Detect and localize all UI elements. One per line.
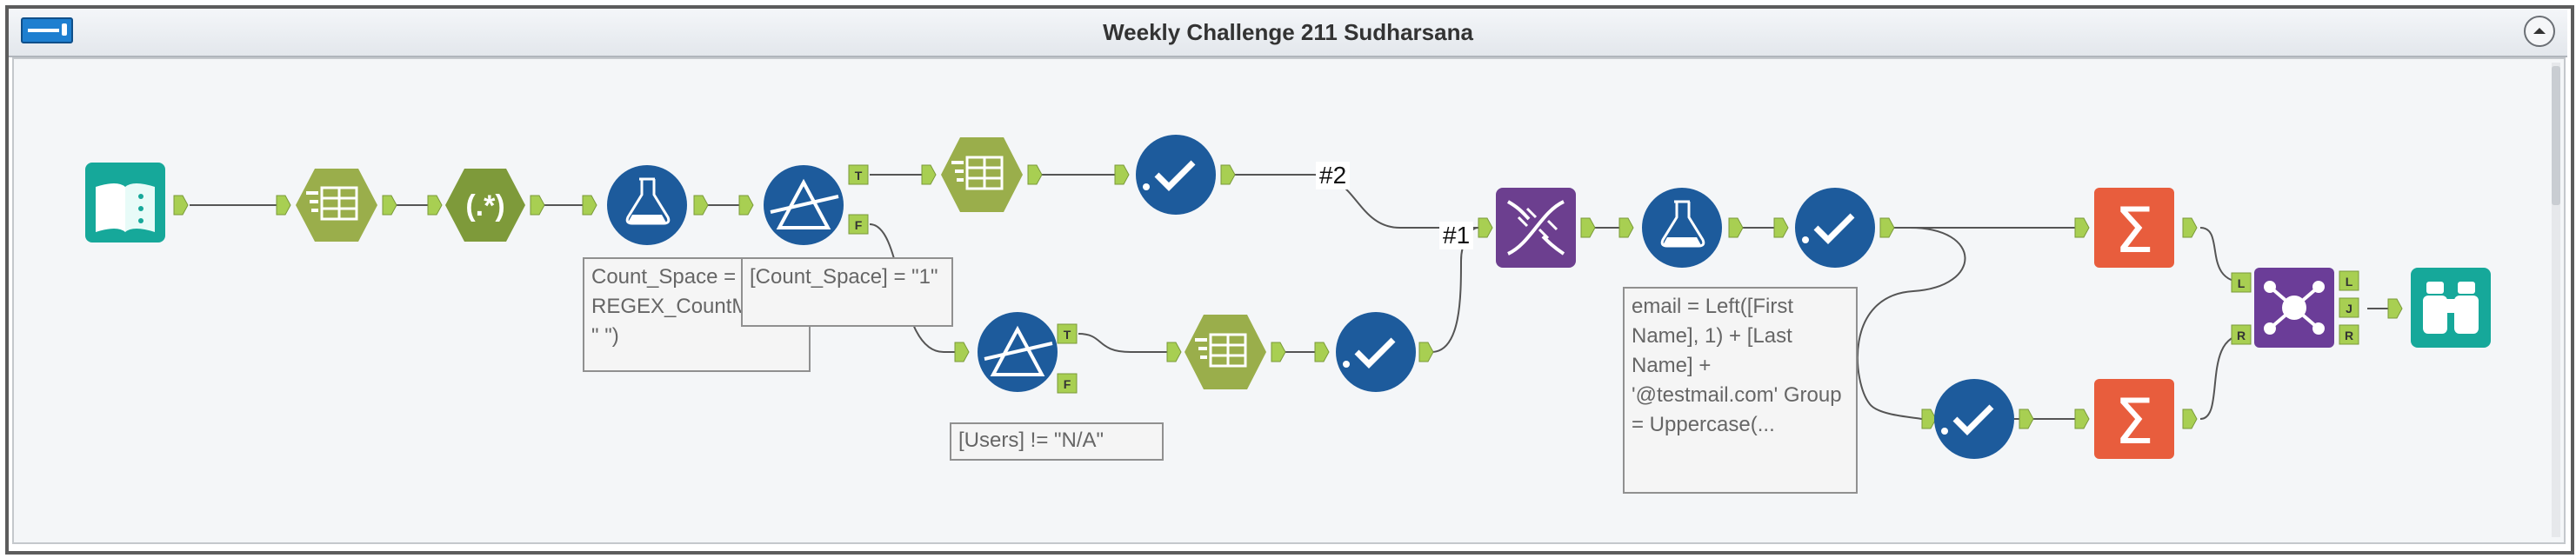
false-anchor[interactable]: F (1064, 377, 1071, 391)
select-tool[interactable] (276, 169, 397, 242)
regex-tool[interactable]: (.*) (427, 169, 545, 242)
collapse-chevron-icon[interactable] (2524, 16, 2555, 47)
formula-annotation: email = Left([First Name], 1) + [Last Na… (1623, 287, 1858, 494)
flask-icon (625, 177, 671, 225)
scrollbar-thumb[interactable] (2552, 66, 2560, 205)
toggle-switch-icon[interactable] (21, 17, 73, 43)
binoculars-icon (2423, 282, 2479, 334)
regex-icon: (.*) (465, 189, 504, 223)
summarize-tool[interactable]: Σ (2074, 379, 2198, 459)
left-output-anchor[interactable]: L (2346, 275, 2353, 289)
connection-label-1: #1 (1439, 222, 1474, 249)
filter-prism-icon (984, 325, 1053, 376)
checkmark-icon (1802, 213, 1855, 244)
workflow-canvas[interactable] (12, 57, 2566, 544)
false-anchor[interactable]: F (855, 218, 863, 232)
true-anchor[interactable]: T (1064, 328, 1071, 342)
summarize-tool[interactable]: Σ (2074, 188, 2198, 268)
true-anchor[interactable]: T (855, 169, 863, 183)
checkmark-icon (1143, 160, 1196, 191)
formula-tool[interactable] (582, 165, 709, 245)
sigma-icon: Σ (2114, 194, 2154, 267)
flask-icon (1660, 200, 1705, 248)
union-tool[interactable] (1478, 188, 1596, 268)
browse-tool[interactable] (2387, 268, 2491, 348)
list-grid-icon (306, 186, 358, 221)
auto-field-tool[interactable] (1773, 188, 1895, 268)
container-title: Weekly Challenge 211 Sudharsana (1103, 19, 1473, 45)
auto-field-tool[interactable] (1921, 379, 2034, 459)
auto-field-tool[interactable] (1114, 135, 1236, 215)
select-tool[interactable] (1166, 315, 1286, 389)
right-output-anchor[interactable]: R (2345, 329, 2353, 342)
auto-field-tool[interactable] (1314, 312, 1434, 392)
filter-annotation: [Count_Space] = "1" (741, 257, 953, 327)
select-tool[interactable] (921, 137, 1043, 212)
filter-prism-icon (770, 178, 839, 229)
sigma-icon: Σ (2114, 385, 2154, 458)
container-title-bar[interactable]: Weekly Challenge 211 Sudharsana (9, 9, 2567, 57)
join-tool[interactable]: L R L J R (2231, 268, 2359, 348)
vertical-scrollbar[interactable] (2552, 63, 2560, 537)
filter-tool[interactable]: T F (954, 312, 1078, 394)
connection-label-2: #2 (1316, 162, 1351, 189)
right-input-anchor[interactable]: R (2237, 329, 2246, 342)
book-icon (96, 183, 155, 232)
dna-icon (1507, 200, 1565, 256)
formula-tool[interactable] (1618, 188, 1744, 268)
filter-annotation: [Users] != "N/A" (950, 422, 1164, 461)
filter-tool[interactable]: T F (738, 164, 869, 245)
join-output-anchor[interactable]: J (2346, 302, 2352, 316)
left-input-anchor[interactable]: L (2238, 276, 2246, 290)
input-data-tool[interactable] (85, 163, 189, 242)
checkmark-icon (1941, 404, 1994, 435)
join-network-icon (2264, 281, 2325, 335)
list-grid-icon (1195, 333, 1247, 368)
checkmark-icon (1343, 337, 1396, 369)
list-grid-icon (951, 156, 1004, 190)
